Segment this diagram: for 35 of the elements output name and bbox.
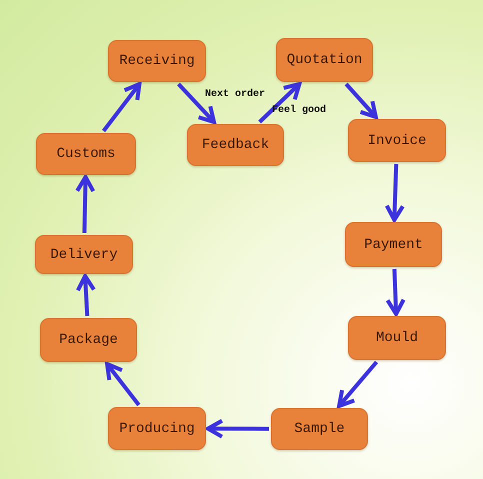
arrow xyxy=(105,362,140,406)
step-label: Receiving xyxy=(119,53,195,69)
step-label: Payment xyxy=(364,236,423,252)
step-label: Feedback xyxy=(202,137,270,153)
step-label: Sample xyxy=(294,421,345,437)
process-box xyxy=(276,38,373,82)
arrow xyxy=(102,82,142,132)
arrow xyxy=(75,175,96,234)
arrow xyxy=(258,82,302,124)
process-box xyxy=(35,235,133,274)
step-label: Delivery xyxy=(50,246,118,262)
arrow xyxy=(337,360,378,408)
process-box xyxy=(348,316,446,360)
note-text: Feel good xyxy=(272,105,326,116)
step-label: Invoice xyxy=(368,132,426,148)
step-label: Customs xyxy=(56,146,116,162)
process-box xyxy=(108,40,206,82)
process-box xyxy=(348,119,446,162)
process-box xyxy=(36,133,136,175)
step-label: Mould xyxy=(376,330,418,346)
arrow xyxy=(177,82,216,124)
arrow xyxy=(206,418,269,439)
process-box xyxy=(40,318,137,362)
process-box xyxy=(187,124,284,166)
arrow xyxy=(344,82,378,119)
arrow xyxy=(384,164,405,222)
note-text: Next order xyxy=(205,89,266,100)
arrow xyxy=(386,268,406,316)
process-box xyxy=(271,408,368,450)
arrow xyxy=(76,274,96,316)
process-box xyxy=(345,222,442,267)
step-label: Quotation xyxy=(286,52,362,68)
step-label: Package xyxy=(59,332,118,348)
process-box xyxy=(108,407,206,450)
step-label: Producing xyxy=(119,420,195,436)
